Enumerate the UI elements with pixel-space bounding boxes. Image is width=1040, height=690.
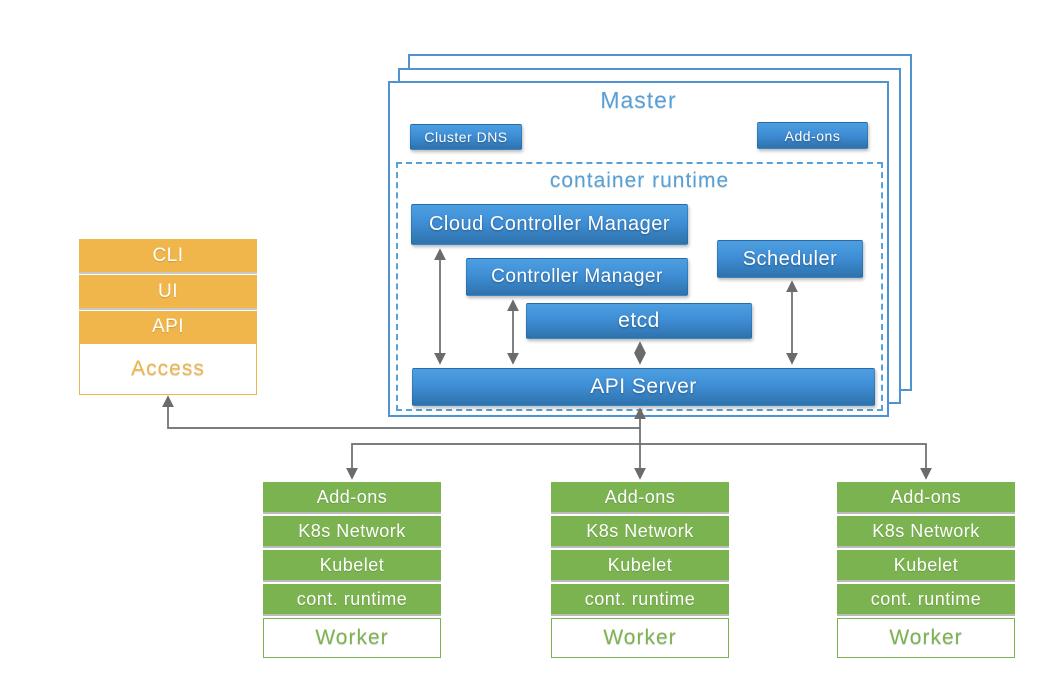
worker-row: cont. runtime (263, 584, 441, 614)
controller-manager-box: Controller Manager (466, 258, 688, 296)
worker-row-label: Add-ons (316, 486, 388, 507)
worker-row: Kubelet (551, 550, 729, 580)
worker-row: Add-ons (837, 482, 1015, 512)
worker-row-label: K8s Network (872, 520, 980, 541)
worker-row: K8s Network (551, 516, 729, 546)
worker-row: K8s Network (263, 516, 441, 546)
worker-row-label: Kubelet (893, 554, 959, 575)
worker-row: K8s Network (837, 516, 1015, 546)
cluster-dns-box: Cluster DNS (410, 124, 522, 150)
worker-row: Add-ons (263, 482, 441, 512)
worker-row-label: K8s Network (298, 520, 406, 541)
access-label: Access (131, 357, 205, 380)
etcd-box: etcd (526, 303, 752, 339)
cli-label: CLI (152, 244, 184, 266)
worker-stack-1: Add-ons K8s Network Kubelet cont. runtim… (263, 482, 441, 658)
worker-row-label: Add-ons (604, 486, 676, 507)
worker-label-box: Worker (837, 618, 1015, 658)
api-server-box: API Server (412, 368, 875, 406)
ui-box: UI (79, 275, 257, 308)
worker-row-label: Kubelet (607, 554, 673, 575)
worker-label: Worker (889, 626, 963, 649)
access-stack: CLI UI API Access (79, 239, 257, 395)
connector-apiserver-workers (346, 443, 932, 480)
worker-label-box: Worker (263, 618, 441, 658)
container-runtime-title: container runtime (549, 169, 730, 192)
worker-row-label: cont. runtime (870, 588, 982, 609)
etcd-label: etcd (618, 309, 660, 332)
cluster-dns-label: Cluster DNS (424, 129, 508, 145)
api-server-label: API Server (590, 375, 697, 398)
cloud-controller-manager-box: Cloud Controller Manager (411, 204, 688, 245)
api-label: API (151, 316, 185, 337)
worker-label: Worker (315, 626, 389, 649)
cloud-controller-manager-label: Cloud Controller Manager (428, 213, 670, 235)
master-addons-label: Add-ons (784, 127, 841, 144)
worker-row: cont. runtime (551, 584, 729, 614)
worker-row: Kubelet (837, 550, 1015, 580)
worker-stack-2: Add-ons K8s Network Kubelet cont. runtim… (551, 482, 729, 658)
worker-row: Add-ons (551, 482, 729, 512)
worker-row-label: Add-ons (890, 486, 962, 507)
controller-manager-label: Controller Manager (491, 266, 663, 287)
worker-label-box: Worker (551, 618, 729, 658)
worker-row-label: K8s Network (586, 520, 694, 541)
ui-label: UI (158, 280, 178, 302)
worker-row-label: Kubelet (319, 554, 385, 575)
access-label-box: Access (79, 343, 257, 395)
worker-stack-3: Add-ons K8s Network Kubelet cont. runtim… (837, 482, 1015, 658)
api-box: API (79, 311, 257, 343)
worker-row: Kubelet (263, 550, 441, 580)
master-addons-box: Add-ons (757, 122, 868, 149)
scheduler-box: Scheduler (717, 240, 863, 278)
worker-row-label: cont. runtime (584, 588, 696, 609)
master-title: Master (600, 87, 677, 113)
cli-box: CLI (79, 239, 257, 272)
worker-label: Worker (603, 626, 677, 649)
worker-row: cont. runtime (837, 584, 1015, 614)
scheduler-label: Scheduler (742, 247, 838, 270)
worker-row-label: cont. runtime (296, 588, 408, 609)
